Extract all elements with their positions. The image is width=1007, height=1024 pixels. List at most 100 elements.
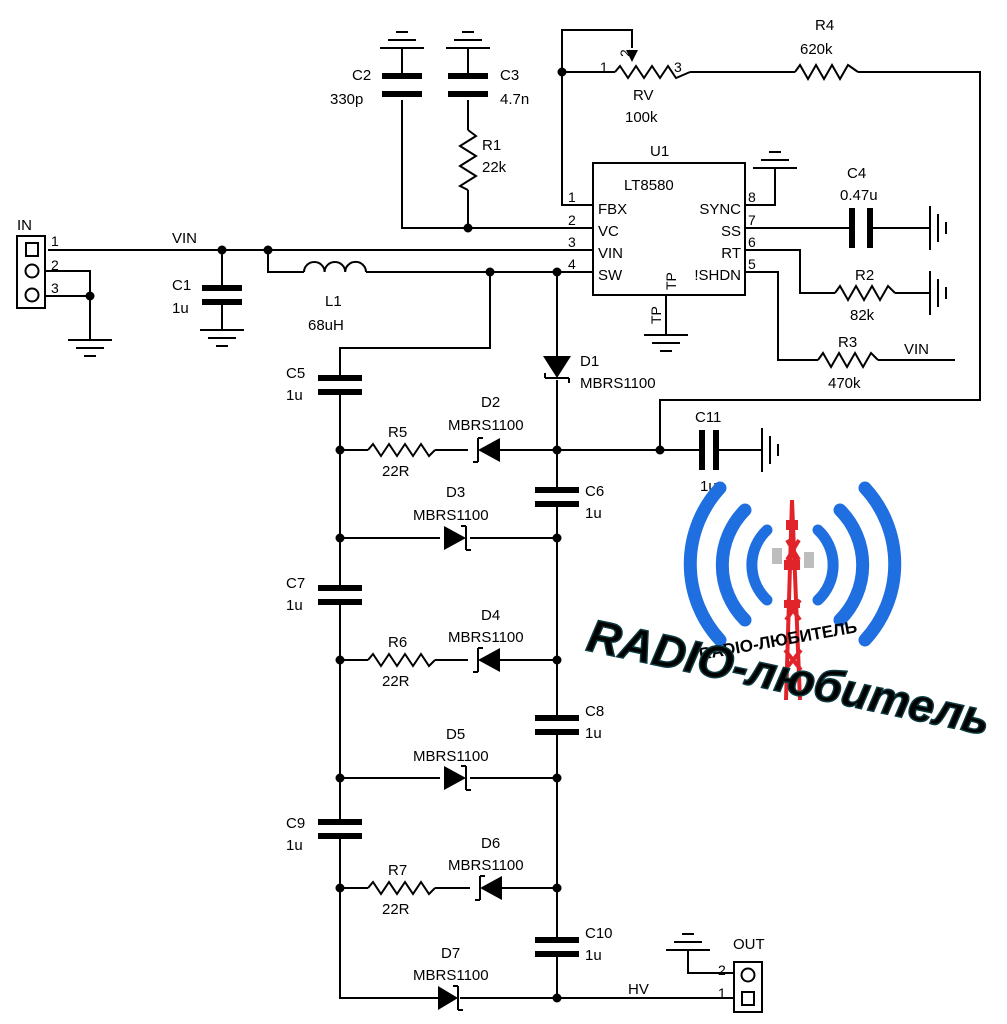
svg-text:D6: D6: [481, 835, 500, 852]
ground-c1: [200, 329, 244, 347]
svg-text:22k: 22k: [482, 159, 507, 176]
svg-text:6: 6: [748, 234, 756, 250]
junction-dot: [557, 67, 567, 77]
svg-text:D1: D1: [580, 353, 599, 370]
resistor-r3: R3 470k VIN: [817, 334, 929, 392]
svg-text:R5: R5: [388, 424, 407, 441]
out-connector: OUT 2 1: [718, 936, 765, 1013]
resistor-r5: R5 22R: [367, 424, 436, 480]
ground-c2: [380, 31, 424, 49]
svg-text:SYNC: SYNC: [699, 201, 741, 218]
in-pin-1: 1: [51, 233, 59, 249]
junction-dot: [335, 883, 345, 893]
svg-text:1u: 1u: [585, 947, 602, 964]
capacitor-c5: C5 1u: [286, 365, 362, 404]
svg-text:D5: D5: [446, 726, 465, 743]
junction-dot: [485, 267, 495, 277]
svg-text:470k: 470k: [828, 375, 861, 392]
capacitor-c4: C4 0.47u: [840, 165, 878, 248]
svg-text:C1: C1: [172, 277, 191, 294]
junction-dot: [552, 267, 562, 277]
diode-d7: D7 MBRS1100: [413, 945, 489, 1011]
svg-text:C9: C9: [286, 815, 305, 832]
junction-dot: [655, 445, 665, 455]
svg-text:1u: 1u: [286, 837, 303, 854]
inductor-l1: L1 68uH: [303, 260, 367, 334]
svg-text:C7: C7: [286, 575, 305, 592]
ic-ref: U1: [650, 143, 669, 160]
capacitor-c1: C1 1u: [172, 277, 242, 317]
svg-text:3: 3: [568, 234, 576, 250]
capacitor-c10: C10 1u: [535, 925, 613, 964]
svg-text:D7: D7: [441, 945, 460, 962]
junction-dot: [463, 223, 473, 233]
in-connector: IN 1 2 3: [16, 217, 59, 309]
svg-text:RT: RT: [721, 245, 741, 262]
svg-text:68uH: 68uH: [308, 317, 344, 334]
svg-text:C6: C6: [585, 483, 604, 500]
junction-dot: [552, 655, 562, 665]
ground-tp: [644, 334, 688, 352]
svg-text:1u: 1u: [286, 597, 303, 614]
svg-text:MBRS1100: MBRS1100: [448, 857, 524, 874]
svg-text:R1: R1: [482, 137, 501, 154]
svg-text:2: 2: [568, 212, 576, 228]
junction-dot: [335, 655, 345, 665]
svg-text:TP: TP: [648, 306, 664, 324]
svg-text:1u: 1u: [585, 505, 602, 522]
out-pin-1: 1: [718, 985, 726, 1001]
junction-dot: [552, 883, 562, 893]
capacitor-c7: C7 1u: [286, 575, 362, 614]
svg-text:FBX: FBX: [598, 201, 627, 218]
svg-text:D3: D3: [446, 484, 465, 501]
vin-net-label: VIN: [172, 230, 197, 247]
resistor-r4: R4 620k: [794, 17, 859, 82]
svg-text:D2: D2: [481, 394, 500, 411]
diode-d1: D1 MBRS1100: [543, 353, 656, 392]
ground-c4: [929, 206, 947, 250]
out-connector-label: OUT: [733, 936, 765, 953]
out-pin-2: 2: [718, 962, 726, 978]
junction-dot: [552, 993, 562, 1003]
svg-text:R7: R7: [388, 862, 407, 879]
svg-text:22R: 22R: [382, 463, 410, 480]
ground-c11: [761, 428, 779, 472]
svg-text:C3: C3: [500, 67, 519, 84]
ground-out: [666, 933, 710, 951]
svg-text:C11: C11: [695, 409, 721, 426]
svg-text:R4: R4: [815, 17, 834, 34]
svg-text:VIN: VIN: [598, 245, 623, 262]
svg-text:R2: R2: [855, 267, 874, 284]
svg-text:100k: 100k: [625, 109, 658, 126]
svg-text:C8: C8: [585, 703, 604, 720]
svg-text:82k: 82k: [850, 307, 875, 324]
in-connector-label: IN: [17, 217, 32, 234]
junction-dot: [85, 291, 95, 301]
svg-text:MBRS1100: MBRS1100: [448, 417, 524, 434]
svg-text:1: 1: [568, 189, 576, 205]
svg-text:SS: SS: [721, 223, 741, 240]
diode-d5: D5 MBRS1100: [413, 726, 489, 791]
resistor-r7: R7 22R: [367, 862, 436, 918]
svg-text:SW: SW: [598, 267, 623, 284]
diode-d6: D6 MBRS1100: [448, 835, 524, 901]
resistor-r2: R2 82k: [834, 267, 896, 324]
junction-dot: [263, 245, 273, 255]
svg-text:3: 3: [674, 59, 682, 75]
svg-text:1: 1: [600, 59, 608, 75]
diode-d3: D3 MBRS1100: [413, 484, 489, 551]
svg-text:7: 7: [748, 212, 756, 228]
svg-text:620k: 620k: [800, 41, 833, 58]
hv-net-label: HV: [628, 981, 649, 998]
junction-dot: [217, 245, 227, 255]
capacitor-c6: C6 1u: [535, 483, 604, 522]
ground-in: [68, 339, 112, 357]
svg-text:RV: RV: [633, 87, 654, 104]
svg-text:MBRS1100: MBRS1100: [413, 748, 489, 765]
junction-dot: [335, 445, 345, 455]
shdn-vin-label: VIN: [904, 341, 929, 358]
svg-text:22R: 22R: [382, 901, 410, 918]
svg-text:TP: TP: [663, 272, 679, 290]
junction-dot: [552, 533, 562, 543]
